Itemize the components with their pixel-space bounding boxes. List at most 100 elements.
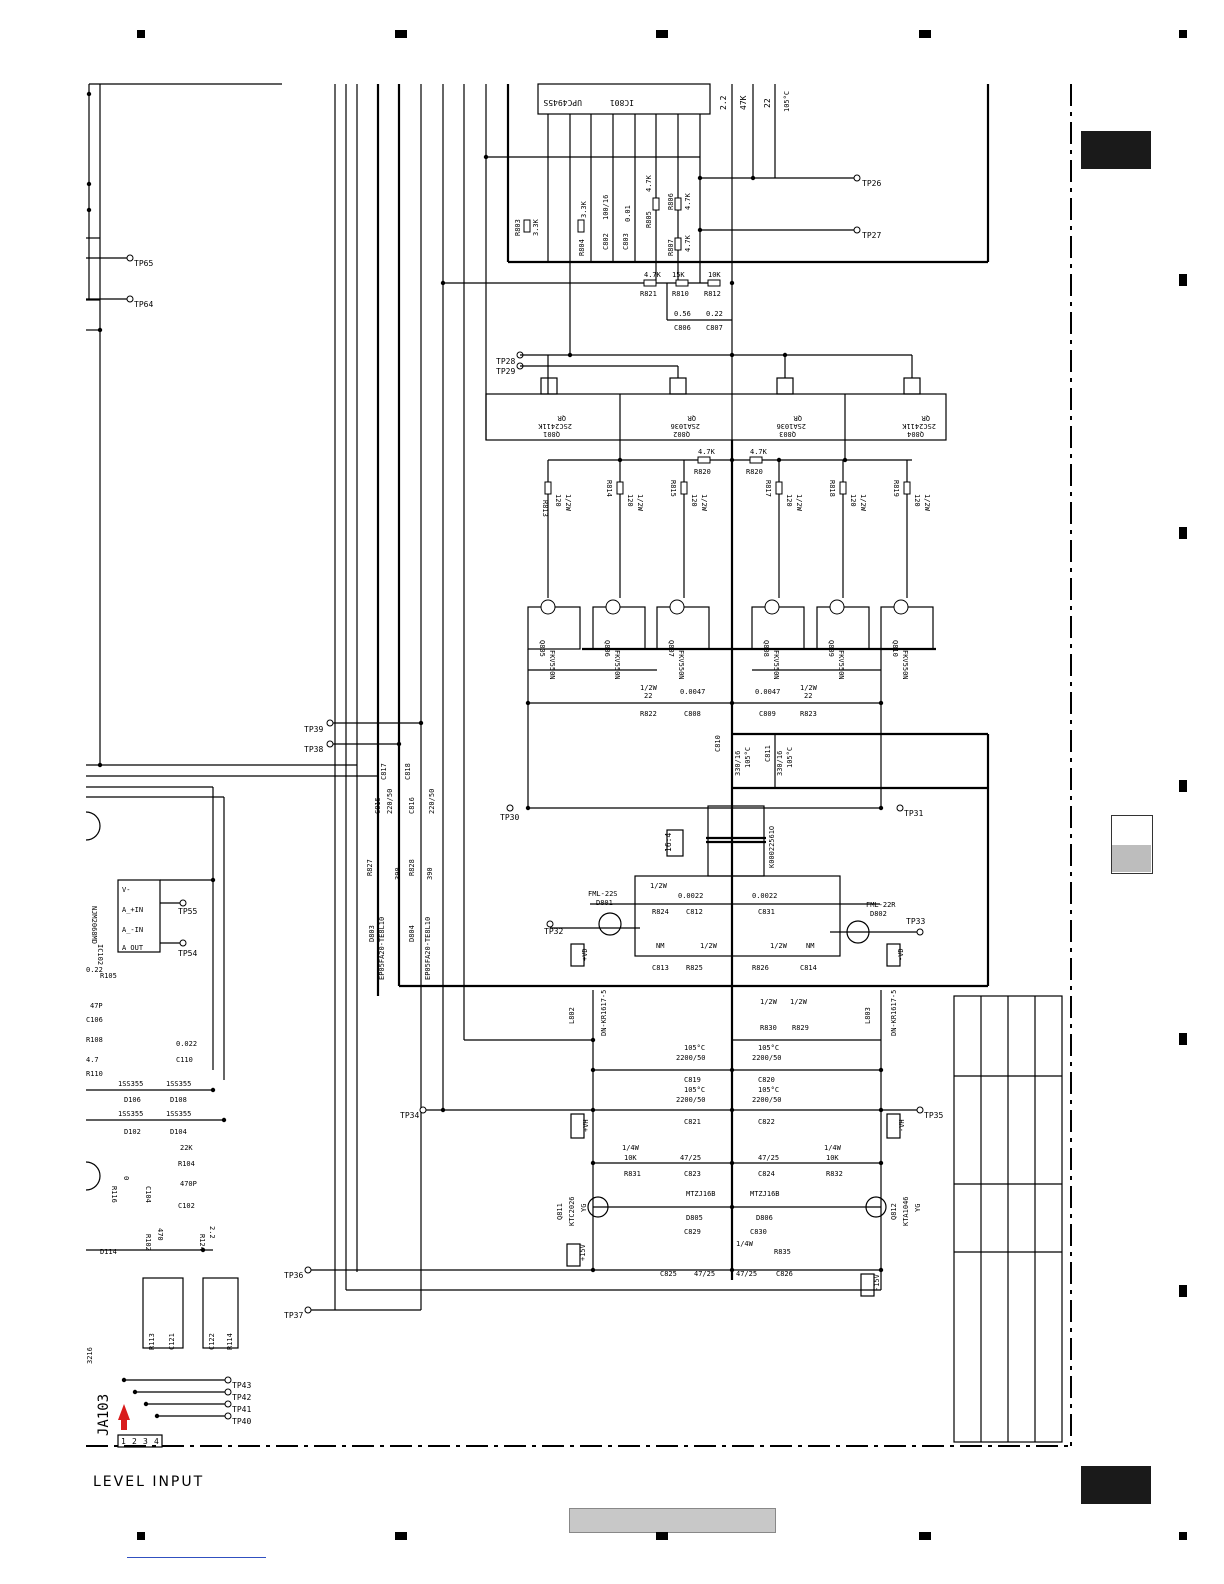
rail-label-pos-vd <box>570 943 585 967</box>
connector-ja103: 1 2 3 4 JA103 <box>96 1394 163 1448</box>
svg-text:4.7K: 4.7K <box>750 448 768 456</box>
svg-text:R818: R818 <box>828 480 836 497</box>
svg-text:NM: NM <box>806 942 814 950</box>
svg-text:2SC2411K: 2SC2411K <box>901 422 936 430</box>
tp38 <box>326 740 334 748</box>
cap-c811: C811 330/16 105°C <box>764 745 794 776</box>
mosfet-q805: Q805 FKV550N <box>527 599 581 680</box>
svg-text:3: 3 <box>143 1437 148 1446</box>
svg-text:C106: C106 <box>86 1016 103 1024</box>
svg-text:TP41: TP41 <box>232 1405 251 1414</box>
svg-text:C803: C803 <box>622 233 630 250</box>
mosfet-q810: Q810 FKV550N <box>880 599 934 680</box>
svg-text:16:4: 16:4 <box>664 833 673 852</box>
svg-text:R105: R105 <box>100 972 117 980</box>
gate-resistor-r813: R813 120 1/2W <box>541 460 572 598</box>
svg-text:NM: NM <box>656 942 664 950</box>
svg-text:C825: C825 <box>660 1270 677 1278</box>
svg-text:10K: 10K <box>708 271 721 279</box>
svg-text:R102: R102 <box>144 1234 152 1251</box>
svg-text:R825: R825 <box>686 964 703 972</box>
svg-text:C824: C824 <box>758 1170 775 1178</box>
tp31 <box>896 804 904 812</box>
transistor-q803: QR 2SA1036 Q803 <box>776 377 806 438</box>
svg-text:D108: D108 <box>170 1096 187 1104</box>
svg-text:2.2: 2.2 <box>719 95 728 110</box>
gate-resistor-r815: R815 120 1/2W <box>669 460 708 598</box>
svg-text:120: 120 <box>913 494 921 507</box>
svg-text:A_-IN: A_-IN <box>122 926 143 934</box>
svg-text:47/25: 47/25 <box>758 1154 779 1162</box>
tp54 <box>179 939 187 947</box>
svg-text:R821: R821 <box>640 290 657 298</box>
r821 <box>749 456 763 464</box>
tp65 <box>126 254 134 262</box>
svg-text:C810: C810 <box>714 735 722 752</box>
svg-text:3216: 3216 <box>86 1347 94 1364</box>
mosfet-q806: Q806 FKV550N <box>592 599 646 680</box>
svg-text:390: 390 <box>426 867 434 880</box>
svg-text:105°C: 105°C <box>783 91 791 112</box>
svg-text:Q804: Q804 <box>907 430 924 438</box>
svg-text:IC801: IC801 <box>610 98 634 107</box>
svg-text:4.7: 4.7 <box>86 1056 99 1064</box>
transformer-ratio-box <box>666 829 684 857</box>
svg-text:0.01: 0.01 <box>624 205 632 222</box>
register-mark <box>919 30 931 38</box>
gate-resistor-r817: R817 120 1/2W <box>764 460 803 598</box>
svg-text:22: 22 <box>763 98 772 108</box>
svg-text:0.22: 0.22 <box>86 966 103 974</box>
svg-text:D801: D801 <box>596 899 613 907</box>
svg-text:C807: C807 <box>706 324 723 332</box>
ic801-body <box>537 83 711 115</box>
svg-text:1SS355: 1SS355 <box>118 1110 143 1118</box>
svg-text:1/2W: 1/2W <box>859 494 867 512</box>
gate-resistor-r814: R814 120 1/2W <box>605 460 644 598</box>
svg-text:0.0047: 0.0047 <box>755 688 780 696</box>
register-mark <box>1179 527 1187 539</box>
svg-text:TP36: TP36 <box>284 1271 303 1280</box>
svg-text:470: 470 <box>156 1228 164 1241</box>
svg-text:47/25: 47/25 <box>694 1270 715 1278</box>
tp55 <box>179 899 187 907</box>
svg-text:1SS355: 1SS355 <box>166 1110 191 1118</box>
svg-text:4.7K: 4.7K <box>645 174 653 192</box>
svg-text:L803: L803 <box>864 1007 872 1024</box>
svg-text:105°C: 105°C <box>758 1086 779 1094</box>
svg-text:TP55: TP55 <box>178 907 197 916</box>
svg-text:1/4W: 1/4W <box>622 1144 640 1152</box>
r803 <box>523 219 531 233</box>
board-label: LEVEL INPUT <box>93 1474 205 1490</box>
tp34 <box>419 1106 427 1114</box>
svg-text:D802: D802 <box>870 910 887 918</box>
register-mark <box>1179 1532 1187 1540</box>
svg-text:C819: C819 <box>684 1076 701 1084</box>
tp41 <box>224 1400 232 1408</box>
svg-text:+VH: +VH <box>582 1119 590 1132</box>
junction-dots <box>86 91 884 1419</box>
svg-text:R822: R822 <box>640 710 657 718</box>
svg-text:1/2W: 1/2W <box>923 494 931 512</box>
svg-text:0.0022: 0.0022 <box>678 892 703 900</box>
svg-text:FKV550N: FKV550N <box>901 650 909 680</box>
svg-text:330/16: 330/16 <box>776 751 784 776</box>
svg-text:1/2W: 1/2W <box>640 684 658 692</box>
svg-text:QR: QR <box>921 414 930 422</box>
r805 <box>652 197 660 211</box>
svg-text:0.22: 0.22 <box>706 310 723 318</box>
svg-text:Q801: Q801 <box>543 430 560 438</box>
register-mark <box>395 1532 407 1540</box>
svg-text:47K: 47K <box>739 95 748 110</box>
rail-label-pos-15v <box>566 1243 581 1267</box>
svg-text:10K: 10K <box>624 1154 637 1162</box>
svg-text:D102: D102 <box>124 1128 141 1136</box>
svg-text:1/2W: 1/2W <box>700 494 708 512</box>
svg-text:FKV550N: FKV550N <box>772 650 780 680</box>
svg-text:R820: R820 <box>694 468 711 476</box>
svg-text:R124: R124 <box>198 1234 206 1251</box>
svg-text:1/4W: 1/4W <box>736 1240 754 1248</box>
side-tab-grey <box>1112 845 1151 872</box>
svg-text:R108: R108 <box>86 1036 103 1044</box>
tp27 <box>853 226 861 234</box>
svg-text:V-: V- <box>122 886 130 894</box>
